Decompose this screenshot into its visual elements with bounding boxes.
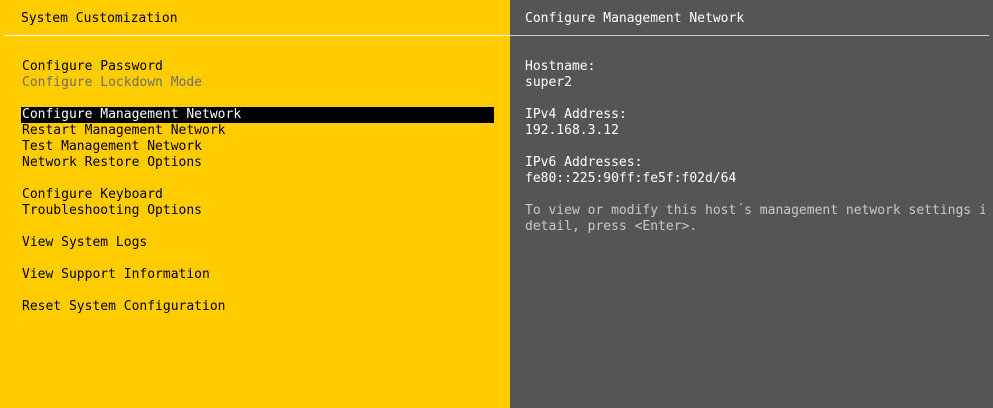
details-title-divider [510,35,989,36]
ipv6-value: fe80::225:90ff:fe5f:f02d/64 [525,171,737,186]
menu-item-restart-management-network[interactable]: Restart Management Network [22,123,226,138]
customization-menu: Configure Password Configure Lockdown Mo… [21,59,494,315]
menu-spacer [21,91,494,107]
menu-item-configure-management-network[interactable]: Configure Management Network [21,107,494,123]
menu-spacer [21,219,494,235]
menu-spacer [21,251,494,267]
title-divider [4,35,510,36]
ipv4-label: IPv4 Address: [525,107,627,122]
menu-spacer [21,171,494,187]
system-customization-panel: System Customization Configure Password … [0,0,510,408]
info-spacer [525,139,985,155]
menu-item-reset-system-configuration[interactable]: Reset System Configuration [22,299,226,314]
menu-item-troubleshooting-options[interactable]: Troubleshooting Options [22,203,203,218]
hostname-label: Hostname: [525,59,596,74]
hint-text-line-1: To view or modify this host´s management… [525,203,985,218]
panel-title: System Customization [21,11,178,26]
info-spacer [525,91,985,107]
menu-item-view-system-logs[interactable]: View System Logs [22,235,148,250]
network-info: Hostname: super2 IPv4 Address: 192.168.3… [525,59,985,235]
menu-item-test-management-network[interactable]: Test Management Network [22,139,203,154]
ipv6-label: IPv6 Addresses: [525,155,643,170]
menu-item-configure-keyboard[interactable]: Configure Keyboard [22,187,163,202]
details-title: Configure Management Network [525,11,745,26]
menu-item-view-support-information[interactable]: View Support Information [22,267,210,282]
ipv4-value: 192.168.3.12 [525,123,619,138]
menu-spacer [21,283,494,299]
hint-text-line-2: detail, press <Enter>. [525,219,698,234]
menu-item-configure-lockdown-mode[interactable]: Configure Lockdown Mode [22,75,203,90]
network-details-panel: Configure Management Network Hostname: s… [510,0,993,408]
menu-item-network-restore-options[interactable]: Network Restore Options [22,155,203,170]
menu-item-configure-password[interactable]: Configure Password [22,59,163,74]
info-spacer [525,187,985,203]
hostname-value: super2 [525,75,572,90]
